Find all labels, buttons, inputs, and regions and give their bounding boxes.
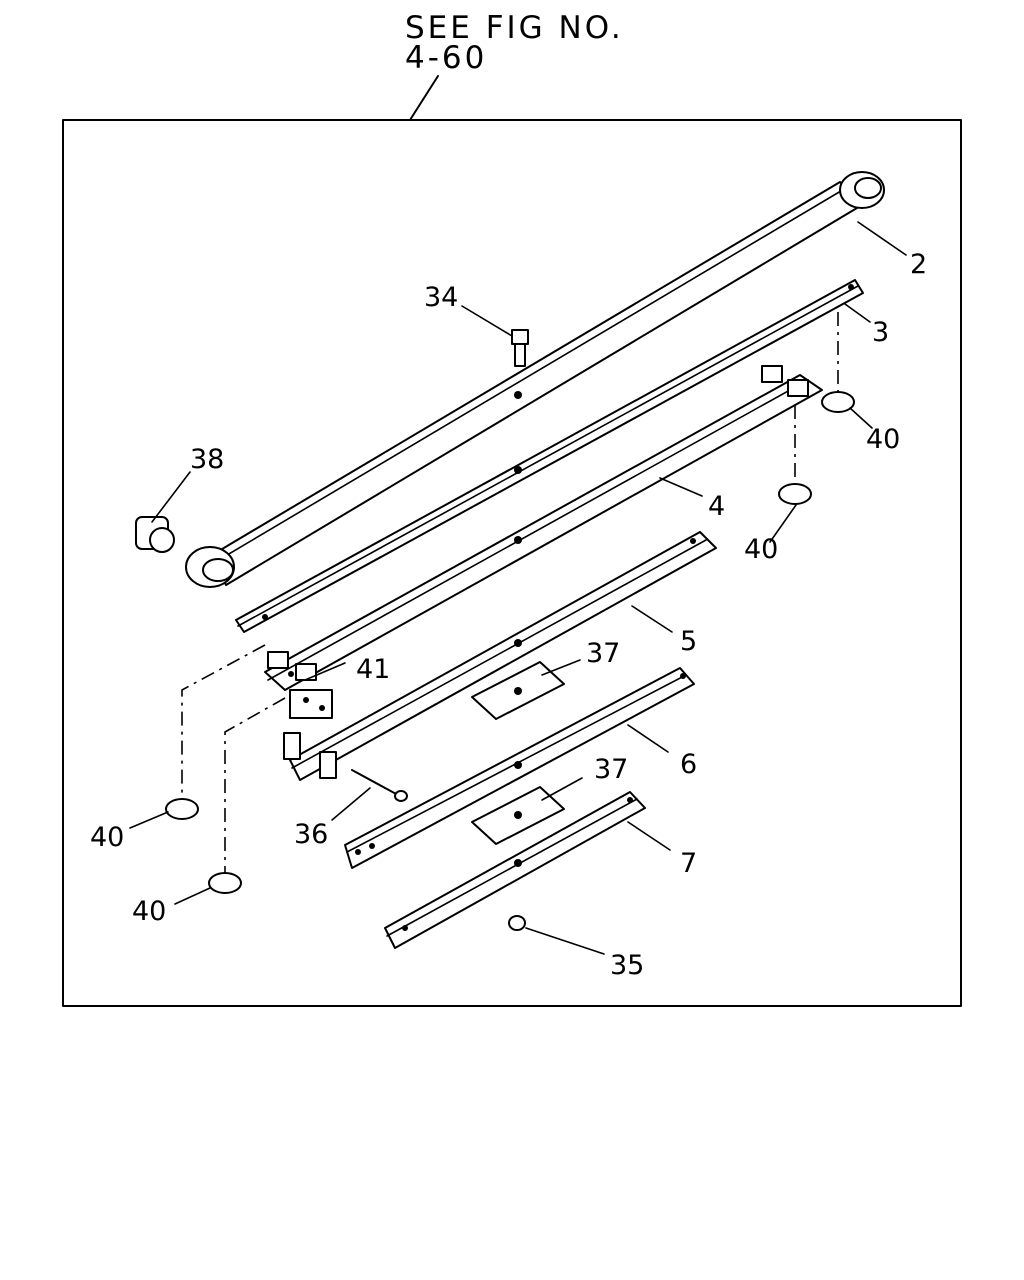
diagram-frame (62, 119, 962, 1007)
leaf-part-4 (264, 365, 823, 691)
callout-37-lower: 37 (594, 754, 628, 785)
callout-40-a: 40 (866, 424, 900, 455)
reference-line-1: SEE FIG NO. (405, 10, 624, 46)
clip-bolt-part-36 (351, 769, 408, 802)
leader-38 (151, 471, 191, 523)
leader-37-lower (541, 777, 583, 801)
callout-4: 4 (708, 491, 725, 522)
bushing-part-38 (135, 516, 175, 553)
pad-part-40-c (165, 798, 199, 820)
leader-35 (525, 927, 605, 955)
centerline-c (181, 644, 266, 799)
leaf-part-3 (235, 279, 864, 633)
leader-3 (844, 303, 871, 323)
main-leaf-part-2 (185, 171, 885, 588)
callout-3: 3 (872, 317, 889, 348)
pad-part-40-b (778, 483, 812, 505)
leader-34 (461, 305, 513, 337)
leaf-part-7 (384, 791, 646, 949)
callout-6: 6 (680, 749, 697, 780)
leader-40-c (129, 811, 169, 829)
leader-7 (627, 821, 671, 851)
callout-40-c: 40 (90, 822, 124, 853)
pad-part-40-d (208, 872, 242, 894)
callout-40-b: 40 (744, 534, 778, 565)
leader-41 (304, 662, 346, 681)
leader-40-a (849, 407, 873, 429)
leader-40-d (174, 887, 211, 905)
callout-41: 41 (356, 654, 390, 685)
leader-40-b (769, 504, 797, 543)
leader-36 (331, 787, 371, 821)
callout-36: 36 (294, 819, 328, 850)
leader-5 (631, 605, 673, 633)
callout-34: 34 (424, 282, 458, 313)
callout-38: 38 (190, 444, 224, 475)
reference-line-2: 4-60 (405, 40, 487, 76)
callout-40-d: 40 (132, 896, 166, 927)
reference-leader (409, 75, 439, 121)
callout-2: 2 (910, 249, 927, 280)
centerline-d (224, 697, 286, 873)
leader-4 (659, 477, 703, 497)
nut-part-35 (508, 915, 526, 931)
leaf-part-5 (283, 531, 717, 781)
center-bolt-part-34 (511, 329, 529, 367)
leader-37-upper (541, 659, 581, 676)
callout-7: 7 (680, 848, 697, 879)
callout-5: 5 (680, 626, 697, 657)
callout-37-upper: 37 (586, 638, 620, 669)
leader-6 (627, 724, 669, 753)
callout-35: 35 (610, 950, 644, 981)
leader-2 (857, 221, 907, 256)
pad-part-40-a (821, 391, 855, 413)
leaf-part-6 (344, 667, 695, 869)
